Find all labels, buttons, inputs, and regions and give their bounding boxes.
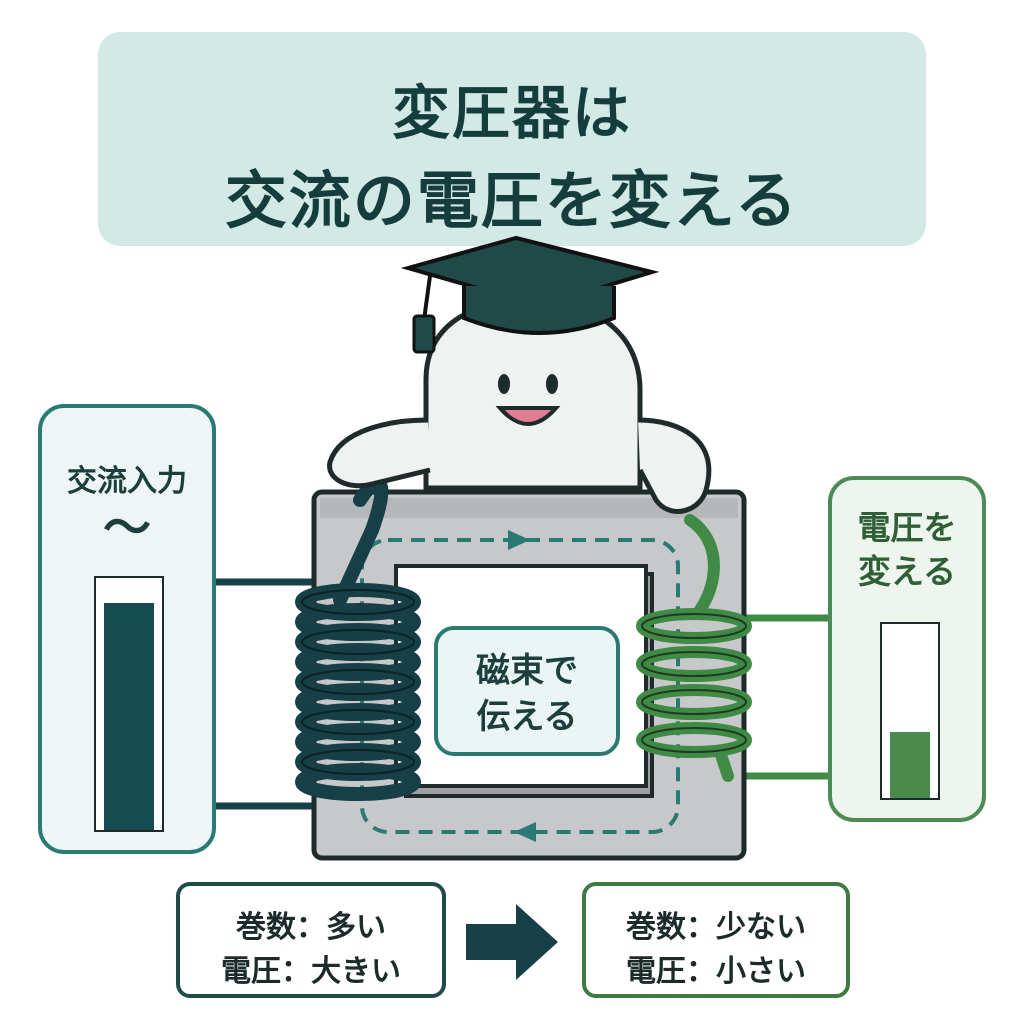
flux-label-box: 磁束で 伝える: [434, 626, 620, 756]
flux-label-line-1: 磁束で: [476, 651, 578, 691]
input-voltage-meter: [94, 576, 164, 832]
primary-voltage: 電圧：大きい: [221, 954, 401, 989]
title-banner: 変圧器は 交流の電圧を変える: [98, 32, 926, 246]
voltage-change-label-line-1: 電圧を: [857, 508, 957, 547]
sine-wave-icon: ～: [102, 500, 151, 556]
voltage-change-label-line-2: 変える: [857, 552, 956, 591]
input-voltage-level: [104, 603, 154, 830]
ac-input-panel: 交流入力 ～: [38, 404, 216, 854]
primary-turns: 巻数：多い: [236, 910, 386, 945]
voltage-change-panel: 電圧を 変える: [828, 476, 986, 822]
title-line-2: 交流の電圧を変える: [224, 164, 800, 237]
title-line-1: 変圧器は: [391, 79, 632, 147]
voltage-change-label: 電圧を 変える: [832, 506, 982, 594]
arrow-right-icon: [466, 904, 558, 980]
secondary-info-box: 巻数：少ない 電圧：小さい: [582, 882, 850, 998]
primary-info-box: 巻数：多い 電圧：大きい: [176, 882, 446, 998]
flux-label-line-2: 伝える: [476, 697, 578, 737]
secondary-turns: 巻数：少ない: [626, 910, 806, 945]
graduation-cap-icon: [400, 235, 660, 354]
flux-label: 磁束で 伝える: [438, 648, 616, 740]
flux-arrow-top: [508, 530, 530, 550]
output-voltage-level: [890, 731, 930, 798]
flux-arrow-bottom: [514, 822, 536, 842]
output-voltage-meter: [880, 622, 940, 800]
secondary-voltage: 電圧：小さい: [626, 954, 806, 989]
mascot-character: [327, 297, 712, 514]
ac-input-label: 交流入力: [67, 464, 187, 499]
